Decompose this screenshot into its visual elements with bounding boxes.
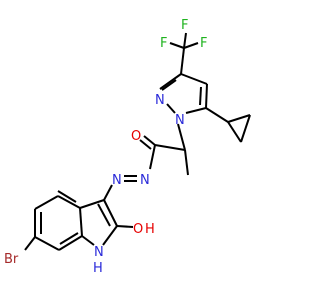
- atom-f1: F: [160, 36, 167, 51]
- bond-pz-c5-c4-double: [199, 86, 202, 106]
- bond-ch-methyl: [184, 149, 189, 176]
- bond-cf3-f1: [169, 42, 185, 49]
- atom-n-pyrazole-1: N: [175, 113, 185, 128]
- bond-c3a-c4: [57, 195, 81, 209]
- atom-o-hydroxy: O: [133, 222, 143, 237]
- bond-c5-cyclopropyl: [205, 107, 229, 123]
- bond-c2-o: [116, 225, 134, 228]
- bond-c4-c5: [34, 195, 59, 210]
- bond-c6-br: [24, 236, 36, 251]
- bond-c2-n1: [102, 225, 118, 246]
- bond-ch-carbonyl: [154, 144, 186, 151]
- bond-cf3-f2: [183, 32, 187, 49]
- bond-pz-c5-c4: [205, 83, 208, 109]
- bond-carbonyl-n: [149, 144, 156, 170]
- molecule-diagram: F F F N N O N N O H N H Br: [4, 18, 251, 276]
- bond-c7-c7a-double: [59, 232, 79, 245]
- atom-label-layer: F F F N N O N N O H N H Br: [4, 18, 207, 276]
- atom-h-hydroxy: H: [145, 222, 155, 237]
- atom-n-pyrazole-2: N: [155, 93, 165, 108]
- bond-pz-n1-c5: [185, 107, 207, 114]
- bond-layer: [24, 32, 251, 251]
- atom-f3: F: [200, 36, 207, 51]
- atom-n-hydrazone-1: N: [140, 173, 150, 188]
- atom-br: Br: [4, 252, 19, 267]
- atom-n-indole: N: [94, 245, 104, 260]
- atom-f2: F: [181, 18, 188, 33]
- bond-c3a-c7a: [79, 207, 83, 237]
- bond-cp-3: [227, 121, 242, 143]
- bond-pz-n2-n1: [166, 103, 176, 114]
- atom-h-indole: H: [93, 261, 103, 276]
- bond-pz-c4-c3: [180, 73, 208, 85]
- bond-n1-ch: [177, 123, 186, 151]
- bond-cf3-ring: [180, 47, 185, 75]
- atom-o-carbonyl: O: [131, 129, 141, 144]
- bond-c7-c7a: [58, 235, 83, 251]
- bond-c3-c3a: [79, 199, 105, 209]
- bond-carbonyl-o: [143, 135, 156, 146]
- bond-carbonyl-o-double: [139, 139, 152, 150]
- bond-cp-1: [227, 114, 251, 123]
- bond-n1-c7a: [81, 235, 95, 246]
- bond-c6-c7: [34, 236, 60, 251]
- bond-pz-c3-n2: [159, 73, 182, 90]
- bond-cp-2: [240, 114, 251, 143]
- bond-c3-c2-double: [97, 203, 111, 227]
- atom-n-hydrazone-2: N: [112, 173, 122, 188]
- bond-pz-c3-n2-double: [161, 79, 177, 91]
- bond-c3-c2: [103, 199, 118, 227]
- bond-n-c3-indole: [103, 184, 113, 201]
- bond-c3a-c4-double: [57, 190, 77, 203]
- bond-cf3-f3: [183, 42, 199, 49]
- structure-svg: F F F N N O N N O H N H Br: [4, 18, 251, 276]
